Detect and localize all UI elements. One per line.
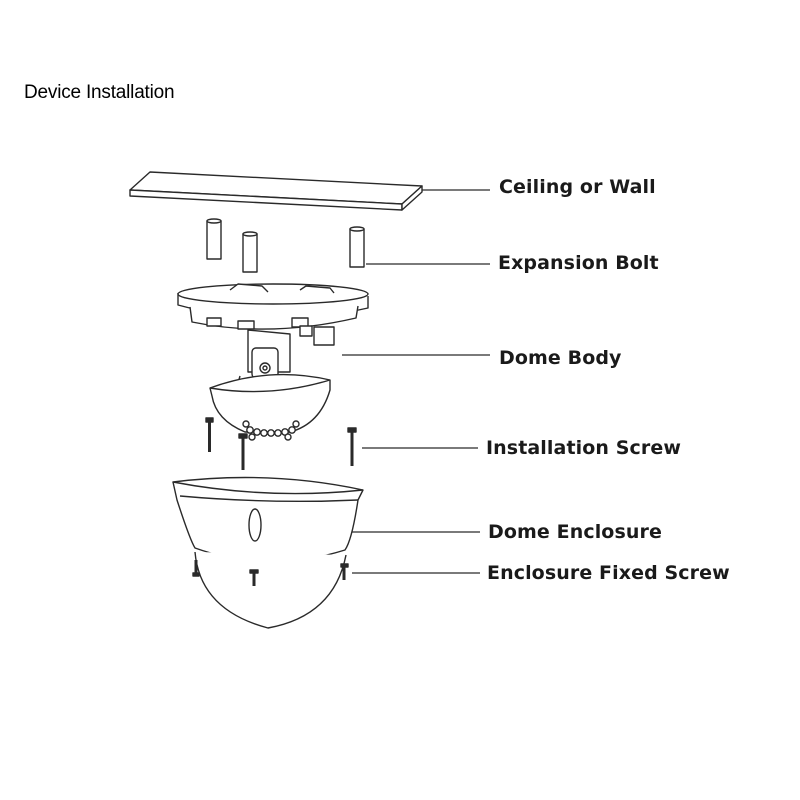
expansion-bolt-right: [349, 226, 365, 268]
ir-led-ring: [242, 420, 300, 441]
page-title: Device Installation: [24, 82, 175, 103]
enclosure-fixed-screw-left: [192, 560, 200, 577]
enclosure-fixed-screw-middle: [249, 569, 259, 586]
label-dome-body: Dome Body: [499, 347, 622, 369]
installation-screw-right: [347, 427, 357, 466]
label-installation-screw: Installation Screw: [486, 437, 682, 459]
installation-screw-middle: [238, 433, 248, 470]
label-enclosure-fixed-screw: Enclosure Fixed Screw: [487, 562, 730, 584]
label-ceiling-or-wall: Ceiling or Wall: [499, 176, 656, 198]
ceiling-plate: [129, 171, 423, 211]
enclosure-fixed-screw-right: [340, 563, 349, 580]
expansion-bolt-left: [206, 218, 222, 260]
label-expansion-bolt: Expansion Bolt: [498, 252, 659, 274]
label-dome-enclosure: Dome Enclosure: [488, 521, 662, 543]
expansion-bolt-middle: [242, 231, 258, 273]
installation-screw-left: [205, 417, 214, 452]
dome-body: [177, 283, 369, 441]
dome-enclosure: [172, 476, 364, 629]
